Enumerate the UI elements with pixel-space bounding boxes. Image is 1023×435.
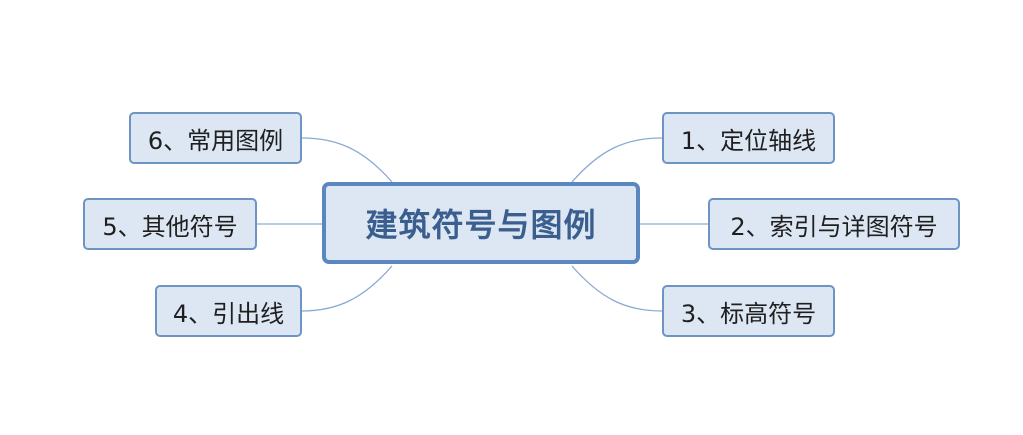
central-topic-label: 建筑符号与图例 xyxy=(365,206,597,244)
central-topic[interactable]: 建筑符号与图例 xyxy=(322,182,640,264)
branch-node-6[interactable]: 6、常用图例 xyxy=(129,112,302,164)
branch-label-4: 4、引出线 xyxy=(172,299,285,328)
connector-branch-1 xyxy=(571,137,663,183)
connector-branch-3 xyxy=(571,265,663,312)
connector-branch-6 xyxy=(301,137,393,183)
branch-node-1[interactable]: 1、定位轴线 xyxy=(662,112,835,164)
connector-branch-4 xyxy=(301,265,393,312)
branch-node-4[interactable]: 4、引出线 xyxy=(155,285,302,337)
branch-node-3[interactable]: 3、标高符号 xyxy=(662,285,835,337)
branch-label-3: 3、标高符号 xyxy=(680,299,817,328)
branch-node-2[interactable]: 2、索引与详图符号 xyxy=(708,198,960,250)
branch-node-5[interactable]: 5、其他符号 xyxy=(83,198,257,250)
branch-label-1: 1、定位轴线 xyxy=(680,126,817,155)
branch-label-6: 6、常用图例 xyxy=(147,126,284,155)
branch-label-2: 2、索引与详图符号 xyxy=(730,212,938,241)
branch-label-5: 5、其他符号 xyxy=(102,212,238,241)
